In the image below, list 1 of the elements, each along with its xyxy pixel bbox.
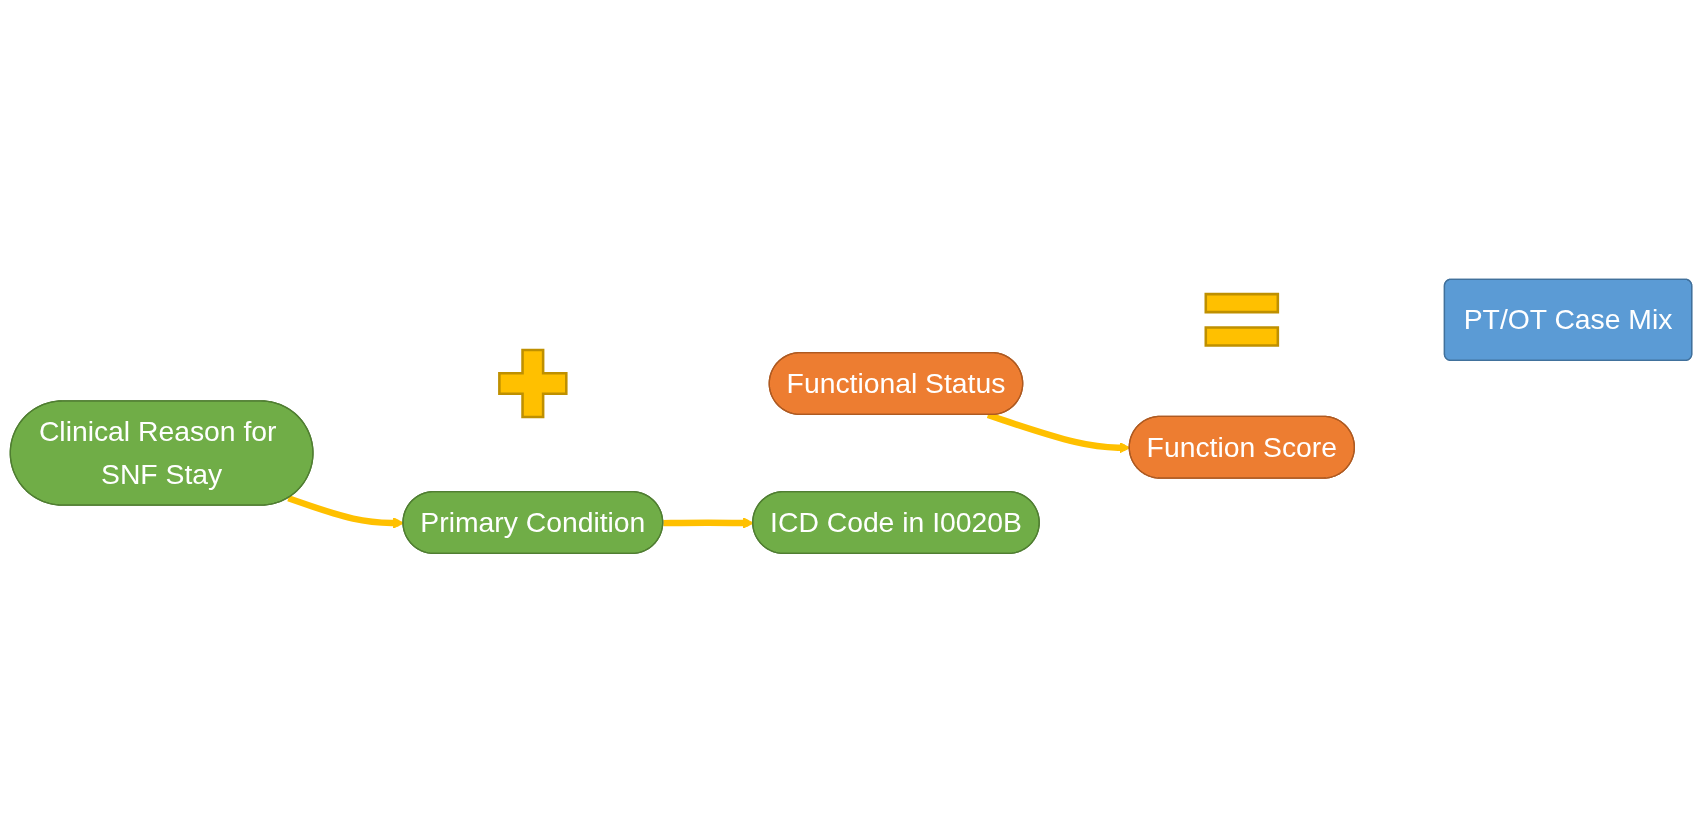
arrow bbox=[663, 517, 754, 529]
